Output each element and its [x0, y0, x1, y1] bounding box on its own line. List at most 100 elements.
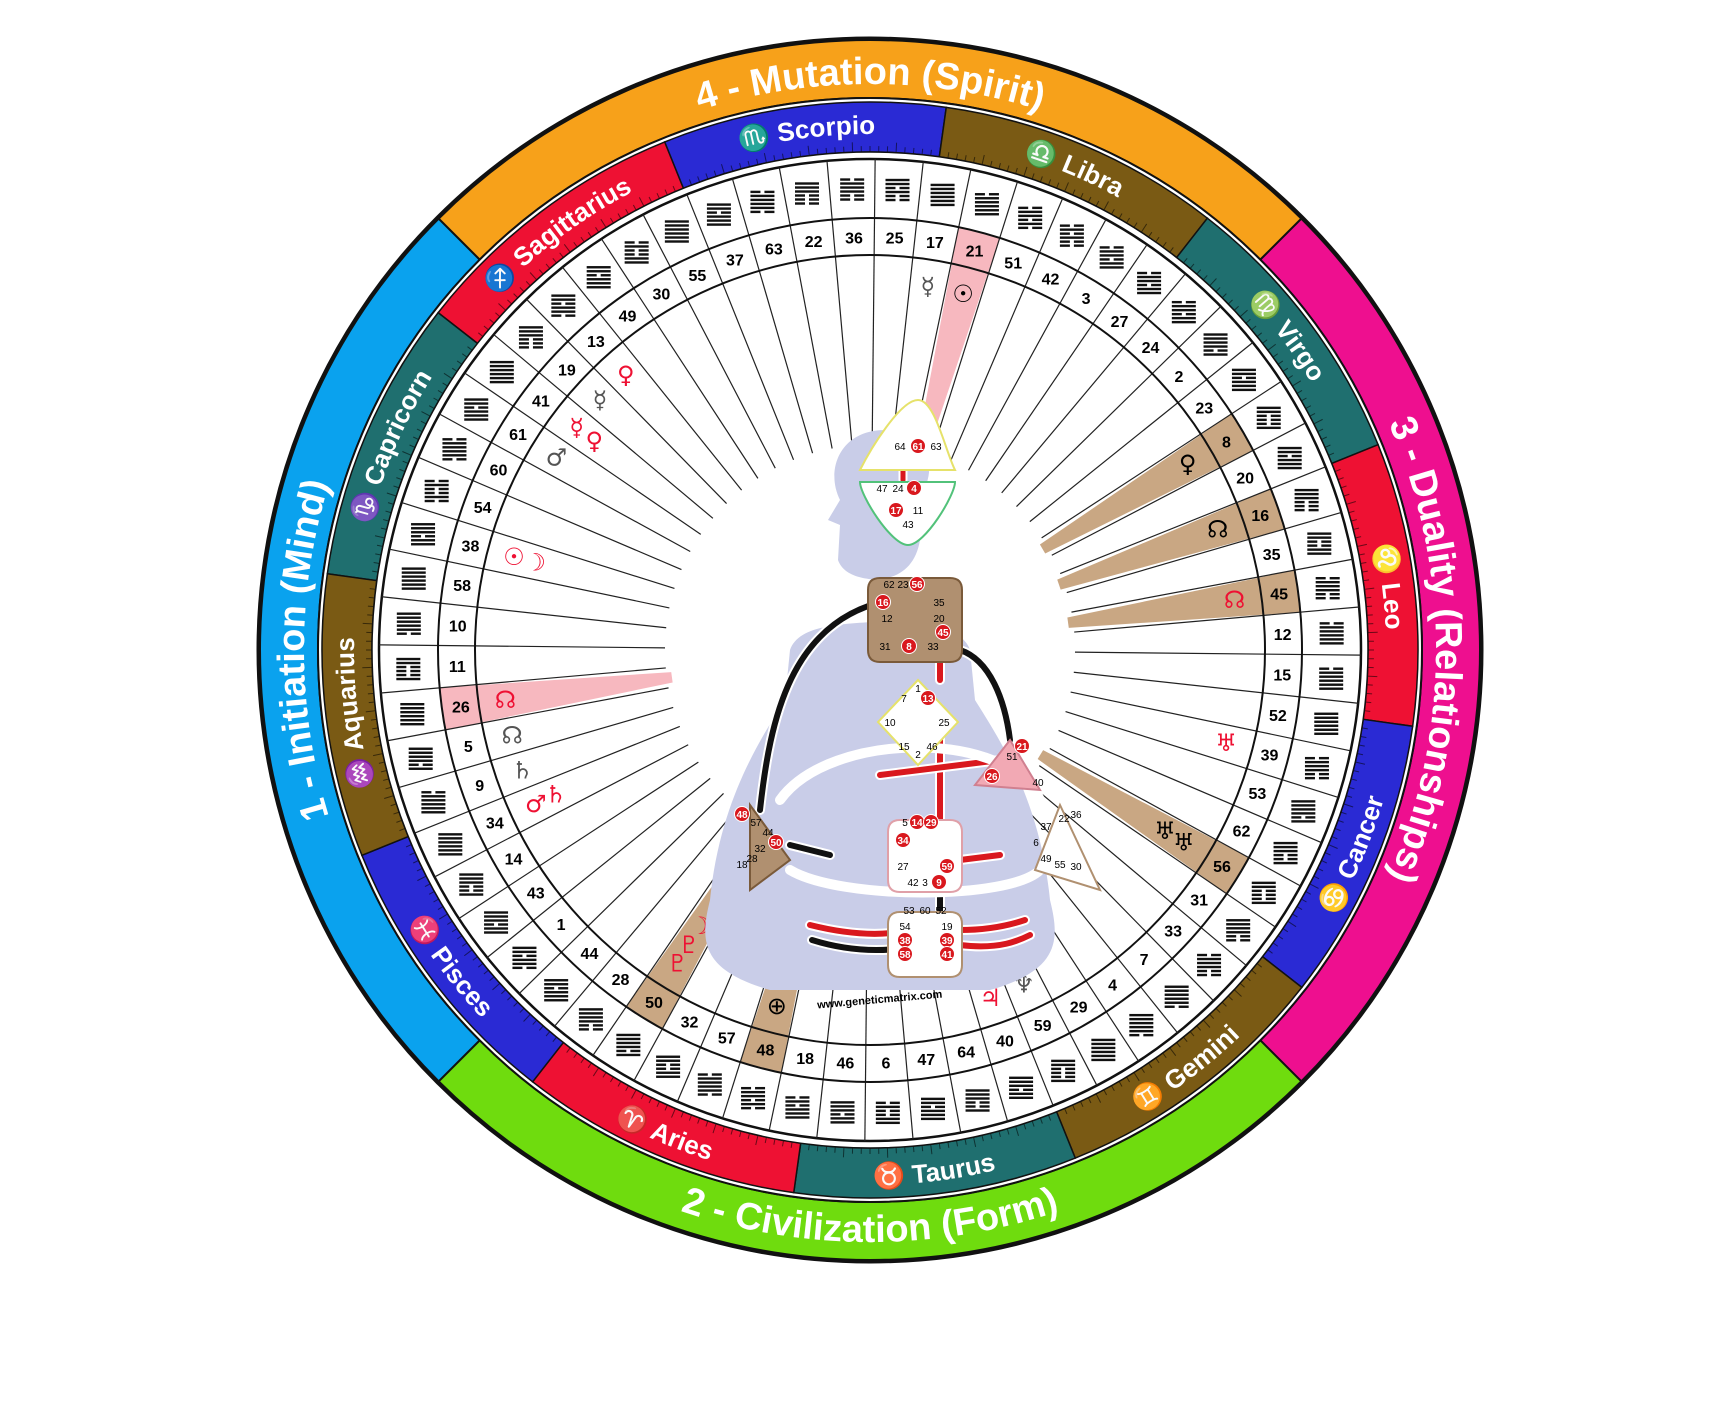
gate-divider — [1074, 606, 1360, 633]
gate-divider — [387, 687, 669, 742]
hexagram-icon — [1294, 488, 1319, 512]
degree-tick — [1072, 189, 1076, 196]
hexagram-icon — [1251, 881, 1276, 905]
degree-tick — [1328, 452, 1335, 456]
degree-tick — [413, 860, 419, 864]
gate-number-5: 5 — [464, 739, 473, 756]
degree-tick — [1256, 332, 1262, 337]
gate-number-6: 6 — [881, 1056, 890, 1073]
gate-number-55: 55 — [688, 268, 706, 285]
hexagram-icon — [1009, 1076, 1034, 1099]
degree-tick — [573, 241, 578, 248]
degree-tick — [393, 811, 400, 815]
bodygraph-gate-13: 13 — [922, 694, 934, 705]
degree-tick — [1215, 1007, 1221, 1013]
gate-number-22: 22 — [805, 234, 823, 251]
degree-tick — [442, 382, 448, 387]
degree-tick — [1133, 222, 1138, 228]
hexagram-icon — [518, 326, 543, 349]
degree-tick — [507, 299, 513, 305]
planet-icon: ♄ — [511, 756, 533, 784]
degree-tick — [1331, 836, 1338, 840]
degree-tick — [640, 1093, 645, 1100]
degree-tick — [368, 701, 375, 704]
hexagram-icon — [1171, 300, 1196, 324]
degree-tick — [373, 561, 380, 565]
degree-tick — [1023, 1123, 1027, 1130]
planet-icon: ♅ — [1215, 729, 1237, 757]
degree-tick — [380, 769, 387, 773]
gate-number-8: 8 — [1222, 434, 1231, 451]
degree-tick — [1169, 247, 1174, 253]
degree-tick — [1039, 176, 1043, 183]
hexagram-icon — [1231, 368, 1256, 392]
activated-gate-marker — [901, 638, 917, 654]
hexagram-icon — [974, 193, 999, 216]
activated-gate-marker — [768, 834, 784, 850]
gate-number-37: 37 — [726, 253, 744, 270]
hexagram-icon — [1315, 576, 1340, 600]
degree-tick — [930, 1144, 933, 1155]
degree-tick — [1267, 949, 1273, 954]
degree-tick — [773, 155, 776, 162]
degree-tick — [722, 1126, 725, 1133]
degree-tick — [763, 152, 767, 163]
degree-tick — [705, 173, 709, 180]
bodygraph-gate-17: 17 — [890, 506, 902, 517]
degree-tick — [461, 942, 468, 947]
gate-divider — [389, 548, 670, 609]
degree-tick — [730, 165, 734, 172]
planet-icon: ☊ — [1224, 586, 1245, 614]
planet-icon: ♅ — [1154, 817, 1176, 845]
degree-tick — [587, 231, 592, 238]
degree-tick — [1221, 293, 1227, 299]
degree-tick — [638, 197, 645, 207]
bodygraph-gate-54: 54 — [899, 922, 911, 933]
degree-tick — [552, 258, 557, 264]
degree-tick — [1337, 477, 1344, 481]
hexagram-icon — [421, 791, 446, 814]
degree-tick — [467, 346, 473, 351]
hexagram-ring — [396, 178, 1344, 1125]
degree-tick — [409, 852, 416, 856]
planet-icon: ♀ — [1179, 450, 1197, 478]
hexagram-icon — [1203, 333, 1228, 356]
degree-tick — [730, 1128, 734, 1135]
hexagram-icon — [1129, 1013, 1154, 1037]
degree-tick — [1048, 1114, 1052, 1121]
degree-tick — [1064, 1108, 1068, 1115]
degree-tick — [437, 389, 444, 394]
degree-tick — [1309, 412, 1316, 417]
degree-tick — [773, 1138, 776, 1145]
degree-tick — [451, 367, 458, 372]
degree-tick — [1358, 553, 1365, 556]
degree-tick — [1095, 1093, 1102, 1103]
degree-tick — [456, 360, 463, 365]
degree-tick — [1365, 596, 1372, 599]
degree-tick — [421, 411, 431, 417]
degree-tick — [1155, 1057, 1160, 1064]
channel-45-21 — [957, 647, 1013, 743]
bodygraph-gate-33: 33 — [927, 642, 939, 653]
degree-tick — [1183, 258, 1188, 264]
hexagram-icon — [1319, 667, 1344, 690]
degree-tick — [1239, 982, 1245, 988]
gate-divider — [1029, 342, 1254, 523]
gate-divider — [1001, 273, 1186, 494]
hexagram-icon — [424, 479, 449, 503]
gate-number-7: 7 — [1140, 952, 1149, 969]
planet-icon: ☊ — [501, 722, 522, 750]
gate-number-23: 23 — [1195, 400, 1213, 417]
bodygraph-gate-20: 20 — [933, 614, 945, 625]
gate-number-42: 42 — [1042, 272, 1060, 289]
degree-tick — [1343, 803, 1354, 808]
bodygraph-gate-3: 3 — [922, 878, 928, 889]
hexagram-icon — [401, 567, 426, 590]
hexagram-icon — [624, 241, 649, 264]
gate-divider — [464, 372, 702, 535]
degree-tick — [1233, 989, 1242, 997]
degree-tick — [573, 1052, 578, 1059]
degree-tick — [1287, 920, 1297, 928]
gate-divider — [1051, 422, 1306, 556]
degree-tick — [1313, 875, 1320, 880]
